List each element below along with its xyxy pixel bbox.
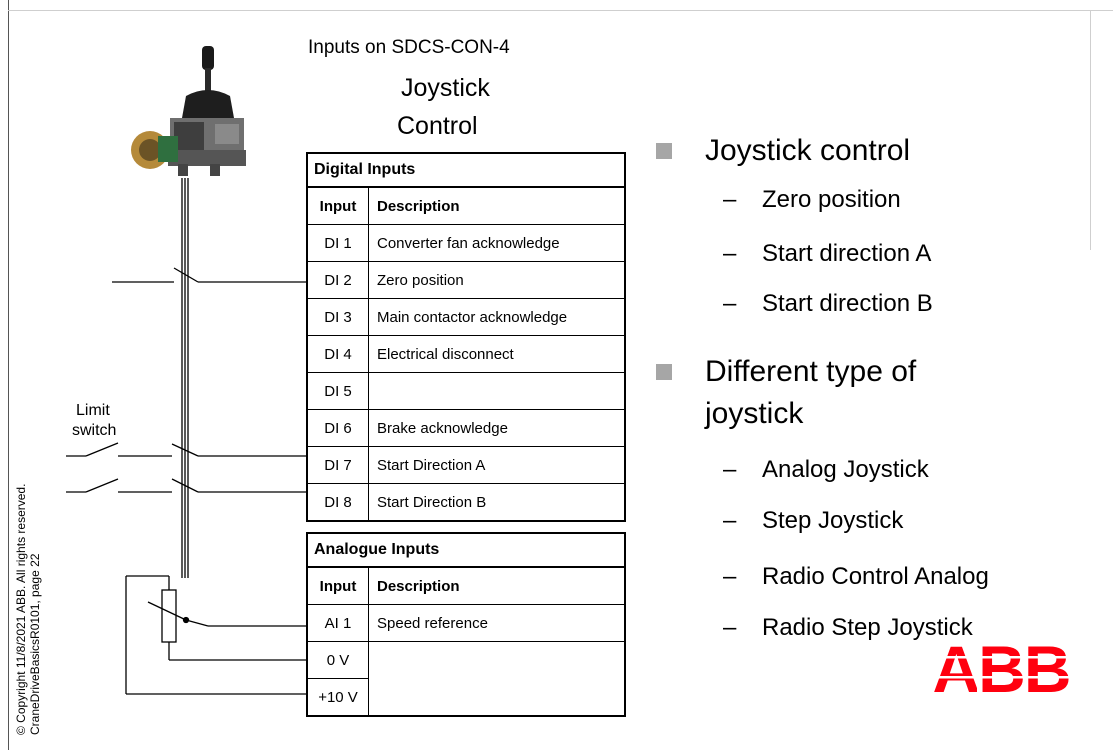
input-cell: DI 4	[306, 335, 369, 373]
column-header-description: Description	[368, 566, 626, 605]
table-row: DI 5	[306, 372, 626, 410]
digital-inputs-header: Digital Inputs	[306, 152, 626, 188]
slide-frame-left	[8, 0, 9, 750]
potentiometer-symbol	[125, 575, 306, 695]
diagram-title-line3: Control	[397, 112, 478, 140]
input-cell: +10 V	[306, 678, 369, 717]
description-cell: Start Direction A	[368, 446, 626, 484]
slide-frame-right	[1090, 10, 1091, 250]
input-cell: DI 5	[306, 372, 369, 410]
column-header-description: Description	[368, 186, 626, 225]
input-cell: DI 6	[306, 409, 369, 447]
input-cell: 0 V	[306, 641, 369, 679]
wire-di7	[66, 442, 306, 457]
limit-switch-label-line2: switch	[72, 422, 117, 439]
analogue-inputs-header: Analogue Inputs	[306, 532, 626, 568]
bullet-square-icon	[656, 143, 672, 159]
abb-logo: ABB	[933, 638, 1069, 698]
input-cell: AI 1	[306, 604, 369, 642]
description-cell	[368, 372, 626, 410]
input-cell: DI 7	[306, 446, 369, 484]
input-cell: DI 3	[306, 298, 369, 336]
description-cell: Converter fan acknowledge	[368, 224, 626, 262]
input-cell: DI 2	[306, 261, 369, 299]
description-cell: Electrical disconnect	[368, 335, 626, 373]
description-cell	[368, 641, 626, 717]
table-row: 0 V	[306, 641, 626, 717]
description-cell: Brake acknowledge	[368, 409, 626, 447]
slide-frame-top	[8, 10, 1113, 11]
diagram-title-line1: Inputs on SDCS-CON-4	[308, 37, 510, 58]
description-cell: Speed reference	[368, 604, 626, 642]
limit-switch-label-line1: Limit	[76, 402, 110, 419]
copyright-notice: © Copyright 11/8/2021 ABB. All rights re…	[14, 483, 42, 735]
diagram-title-line2: Joystick	[401, 74, 490, 102]
abb-logo-text: ABB	[933, 638, 1069, 698]
input-cell: DI 1	[306, 224, 369, 262]
column-header-input: Input	[306, 186, 369, 225]
bullet-square-icon	[656, 364, 672, 380]
joystick-icon	[131, 46, 246, 176]
description-cell: Zero position	[368, 261, 626, 299]
wire-di2	[112, 267, 306, 283]
table-row: +10 V	[306, 678, 625, 717]
description-cell: Main contactor acknowledge	[368, 298, 626, 336]
joystick-cable	[181, 178, 189, 578]
description-cell: Start Direction B	[368, 483, 626, 522]
input-cell: DI 8	[306, 483, 369, 522]
column-header-input: Input	[306, 566, 369, 605]
wire-di8	[66, 478, 306, 493]
